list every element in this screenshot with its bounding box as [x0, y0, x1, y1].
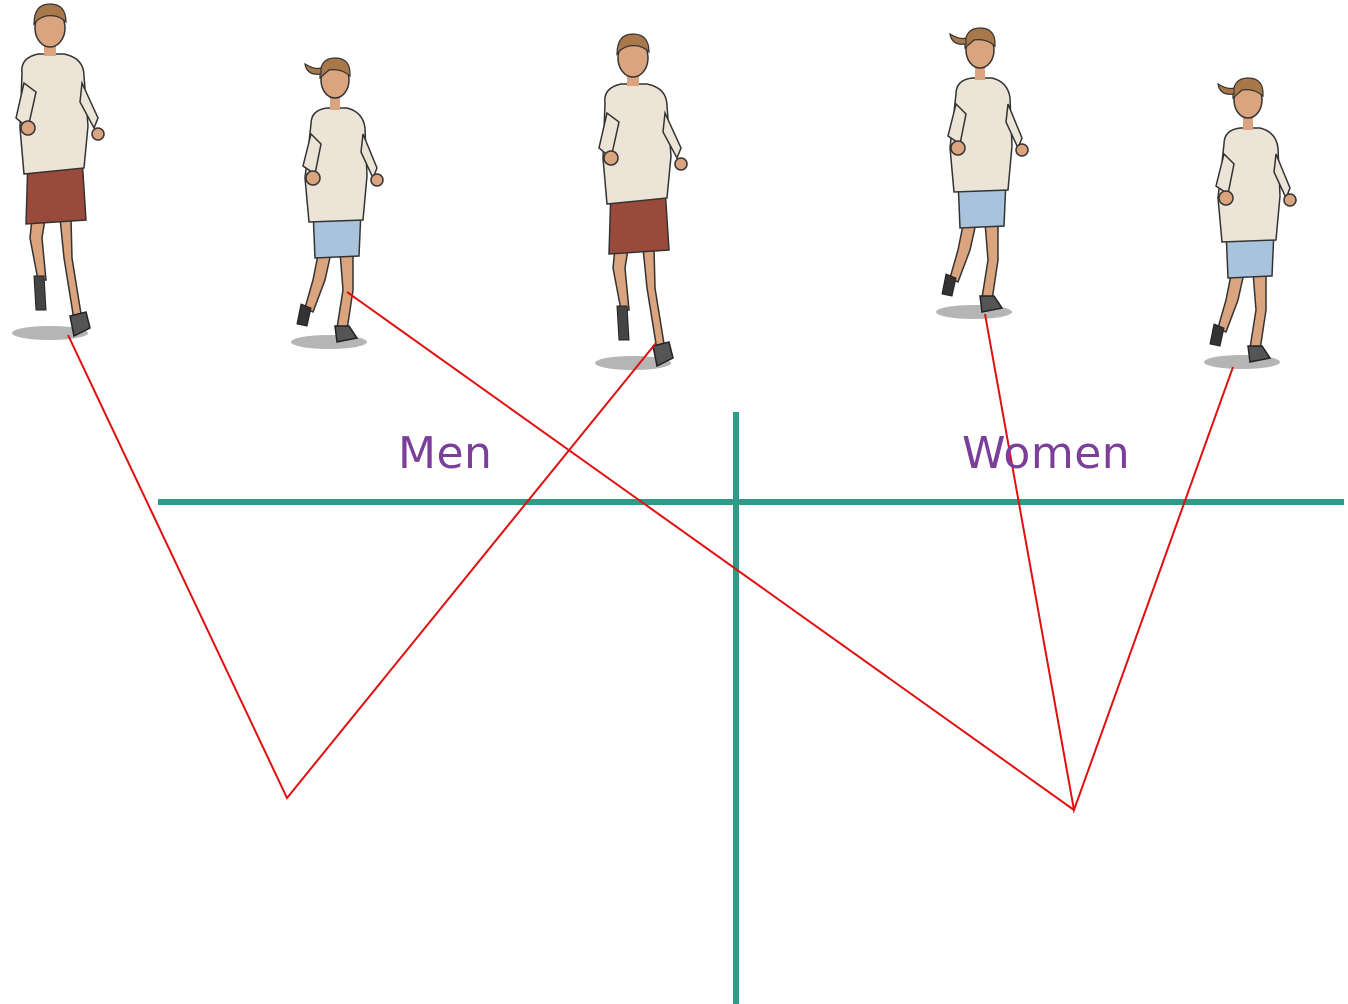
runner-5 [1203, 77, 1297, 370]
heading-men: Men [398, 428, 493, 479]
runner-3 [594, 33, 688, 371]
runner-2 [290, 57, 384, 350]
connector-lines [67, 291, 1234, 814]
connector-women-2 [984, 313, 1234, 814]
heading-women: Women [962, 428, 1131, 479]
connector-men [67, 334, 657, 800]
t-chart-divider [158, 412, 1344, 1004]
runner-4 [935, 27, 1029, 320]
runner-1 [11, 3, 105, 341]
connector-women-1 [346, 291, 1075, 811]
